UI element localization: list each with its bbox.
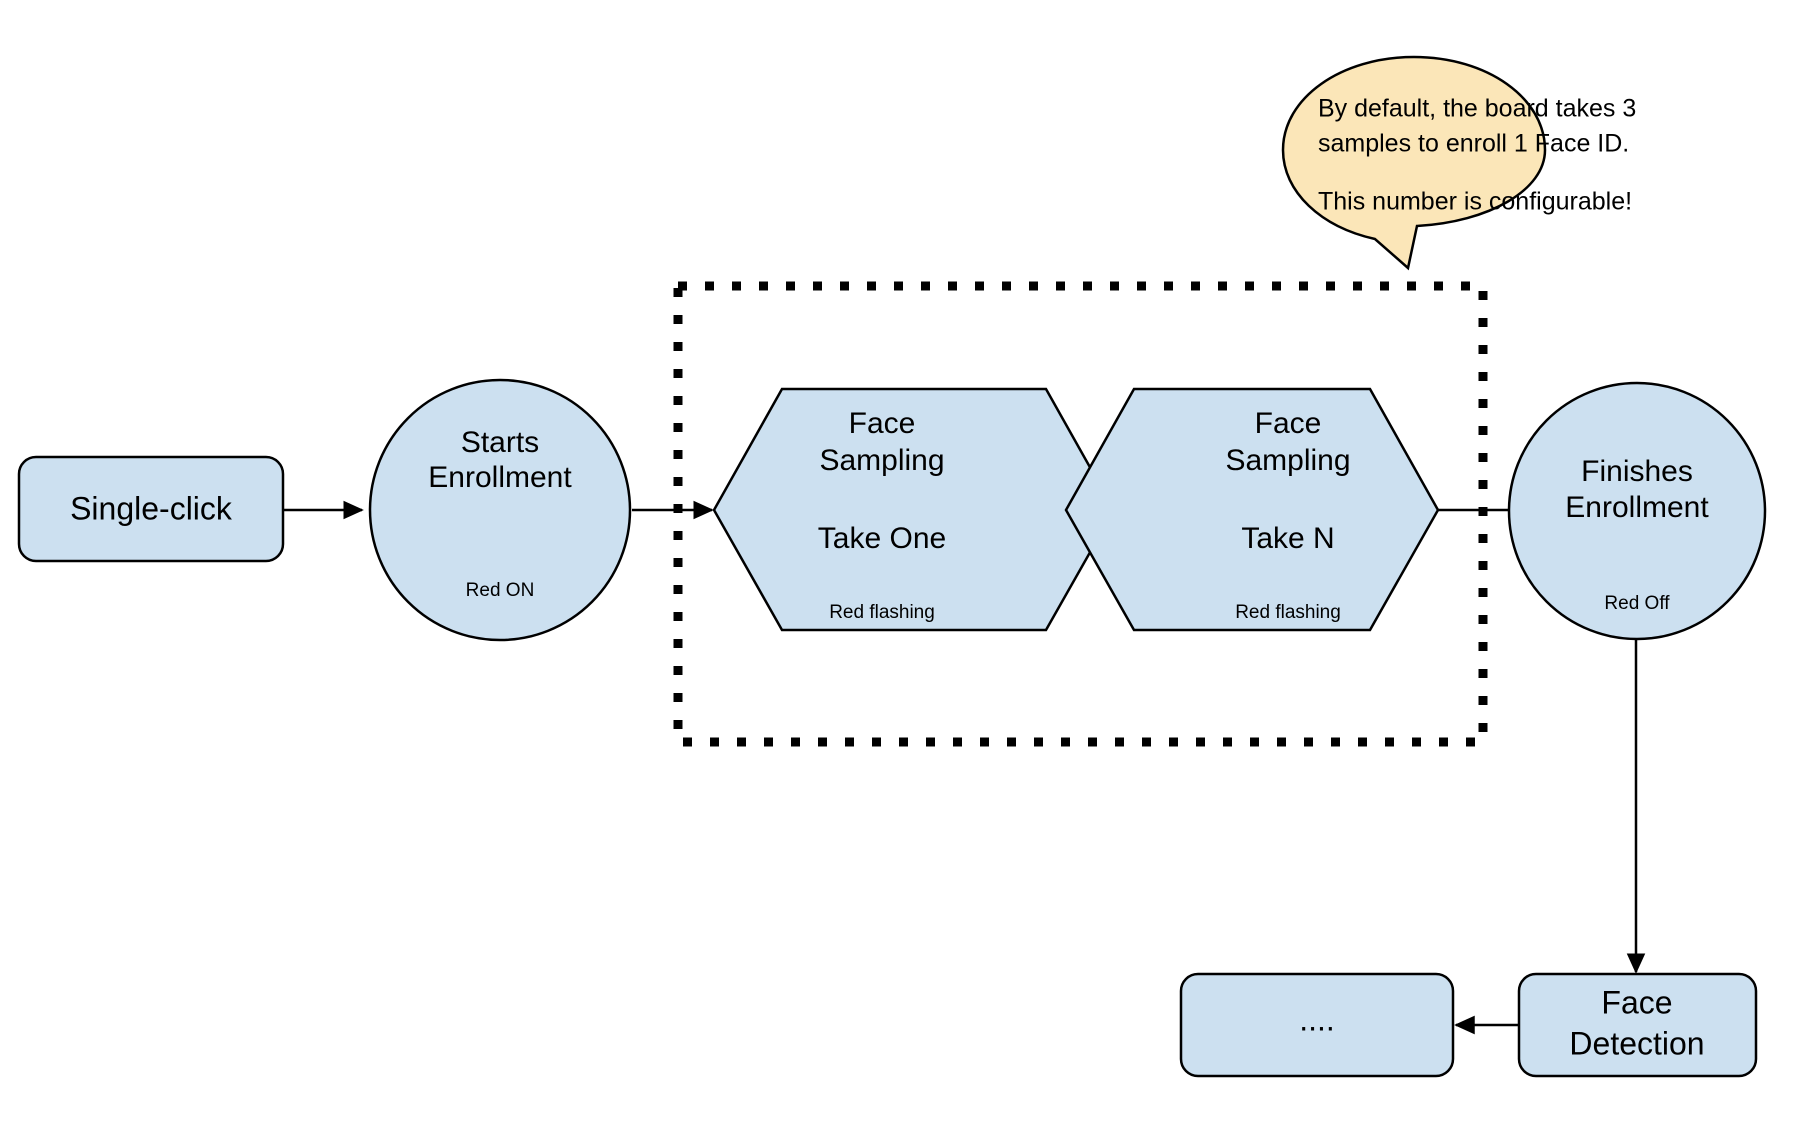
node-continuation[interactable]: .... xyxy=(1179,972,1455,1078)
node-face-sampling-n-line2: Sampling xyxy=(1225,444,1350,477)
node-face-detection-line1: Face xyxy=(1601,984,1672,1020)
node-face-sampling-one-line2: Sampling xyxy=(819,444,944,477)
node-finishes-enrollment-status: Red Off xyxy=(1604,593,1670,614)
node-face-sampling-one-take: Take One xyxy=(818,522,946,555)
node-single-click-label: Single-click xyxy=(70,490,233,526)
sampling-loop-group xyxy=(673,281,1488,747)
callout-bubble: By default, the board takes 3 samples to… xyxy=(1281,55,1636,271)
callout-line-1: By default, the board takes 3 xyxy=(1318,95,1636,123)
node-face-sampling-one-status: Red flashing xyxy=(829,602,935,623)
node-face-sampling-n[interactable]: Face Sampling Take N Red flashing xyxy=(1064,387,1440,632)
node-face-sampling-n-status: Red flashing xyxy=(1235,602,1341,623)
node-finishes-enrollment-line1: Finishes xyxy=(1581,455,1693,488)
node-finishes-enrollment-line2: Enrollment xyxy=(1565,491,1709,524)
node-face-detection[interactable]: Face Detection xyxy=(1517,972,1758,1078)
node-face-sampling-one-line1: Face xyxy=(849,407,916,440)
callout-line-2: samples to enroll 1 Face ID. xyxy=(1318,130,1629,158)
node-face-detection-line2: Detection xyxy=(1569,1025,1704,1061)
node-finishes-enrollment[interactable]: Finishes Enrollment Red Off xyxy=(1507,381,1767,641)
node-starts-enrollment-status: Red ON xyxy=(466,580,535,601)
node-face-sampling-n-take: Take N xyxy=(1241,522,1334,555)
node-continuation-label: .... xyxy=(1299,1001,1335,1037)
node-single-click[interactable]: Single-click xyxy=(17,455,285,563)
node-face-sampling-n-line1: Face xyxy=(1255,407,1322,440)
node-face-sampling-one[interactable]: Face Sampling Take One Red flashing xyxy=(712,387,1116,632)
callout-line-3: This number is configurable! xyxy=(1318,188,1632,216)
node-starts-enrollment[interactable]: Starts Enrollment Red ON xyxy=(368,378,632,642)
node-starts-enrollment-line1: Starts xyxy=(461,426,539,459)
node-starts-enrollment-line2: Enrollment xyxy=(428,461,572,494)
